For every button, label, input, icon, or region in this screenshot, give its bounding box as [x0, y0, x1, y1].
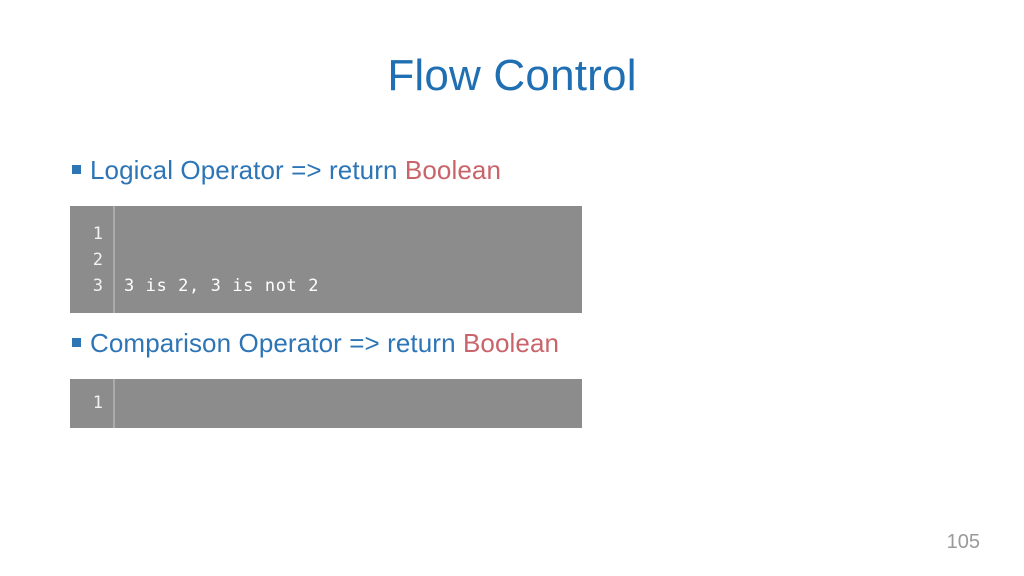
line-number: 1	[92, 393, 103, 413]
code-gutter-logical: 1 2 3	[70, 206, 115, 313]
square-bullet-icon	[72, 165, 81, 174]
code-line: 3 is 2, 3 is not 2	[124, 276, 320, 296]
code-block-logical-operator: 1 2 3 3 is 2, 3 is not 2 True and False,…	[70, 206, 582, 313]
page-number: 105	[946, 531, 980, 553]
bullet-item-comparison-operator: Comparison Operator => return Boolean	[72, 328, 559, 359]
bullet-text-accent: Boolean	[404, 155, 502, 185]
line-number: 1	[92, 224, 103, 244]
bullet-label-comparison-operator: Comparison Operator => return Boolean	[90, 328, 559, 359]
bullet-text-main: Comparison Operator => return	[90, 328, 463, 358]
bullet-label-logical-operator: Logical Operator => return Boolean	[90, 155, 501, 186]
line-number: 3	[92, 276, 103, 296]
code-body-comparison: 2 > 2, 2 >= 2, 2 == 2, 2 != 2	[115, 379, 582, 428]
line-number: 2	[92, 250, 103, 270]
code-block-comparison-operator: 1 2 > 2, 2 >= 2, 2 == 2, 2 != 2	[70, 379, 582, 428]
square-bullet-icon	[72, 338, 81, 347]
bullet-text-accent: Boolean	[462, 328, 560, 358]
bullet-item-logical-operator: Logical Operator => return Boolean	[72, 155, 501, 186]
code-gutter-comparison: 1	[70, 379, 115, 428]
page-title: Flow Control	[387, 51, 637, 100]
code-body-logical: 3 is 2, 3 is not 2 True and False, True …	[115, 206, 582, 313]
bullet-text-main: Logical Operator => return	[90, 155, 405, 185]
